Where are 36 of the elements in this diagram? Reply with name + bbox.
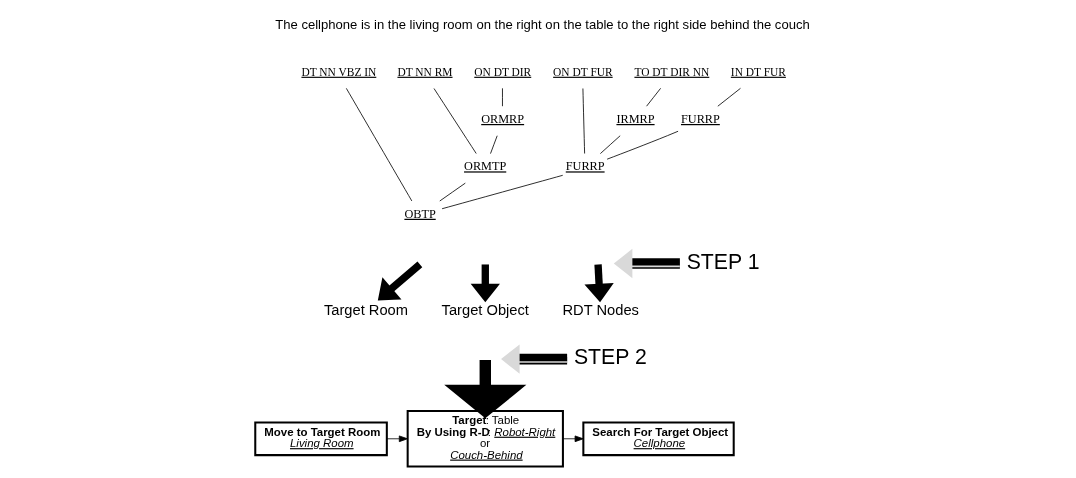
connector bbox=[433, 88, 477, 154]
node-text: FURRP bbox=[565, 159, 605, 174]
node-text: RDT Nodes bbox=[562, 301, 639, 318]
node-text: IRMRP bbox=[616, 111, 655, 126]
label: The cellphone is in the living room on the right on the table to the right side behind the couch bbox=[275, 17, 810, 33]
node-text: DT NN RM bbox=[397, 65, 453, 78]
node-text: STEP 1 bbox=[686, 249, 760, 274]
connector bbox=[345, 87, 413, 202]
node-text: Target Object bbox=[441, 301, 529, 318]
node-text: ON DT DIR bbox=[474, 65, 532, 78]
connector bbox=[441, 174, 564, 210]
node-text: STEP 2 bbox=[573, 345, 647, 370]
node-text: FURRP bbox=[681, 111, 720, 126]
connector bbox=[646, 87, 662, 107]
node-text: DT NN VBZ IN bbox=[301, 65, 377, 78]
node-text: TO DT DIR NN bbox=[634, 65, 710, 78]
connector bbox=[606, 130, 679, 160]
connector bbox=[599, 135, 621, 154]
node-box: Move to Target Room Living Room bbox=[254, 421, 388, 457]
connector bbox=[717, 87, 741, 107]
node-text: Target Room bbox=[323, 301, 408, 318]
arrow bbox=[501, 344, 568, 374]
node-text: OBTP bbox=[404, 206, 436, 221]
connector bbox=[490, 135, 498, 154]
connector bbox=[582, 88, 586, 154]
connector bbox=[439, 182, 466, 202]
node-text: ORMRP bbox=[481, 111, 525, 126]
node-text: IN DT FUR bbox=[730, 65, 786, 78]
connector bbox=[502, 87, 503, 107]
node-box: Search For Target Object Cellphone bbox=[582, 421, 735, 457]
arrow bbox=[562, 435, 584, 443]
node-text: ON DT FUR bbox=[553, 65, 613, 78]
arrow bbox=[377, 261, 423, 301]
arrow bbox=[386, 435, 408, 443]
arrow bbox=[444, 360, 527, 419]
node-text: ORMTP bbox=[464, 159, 507, 174]
